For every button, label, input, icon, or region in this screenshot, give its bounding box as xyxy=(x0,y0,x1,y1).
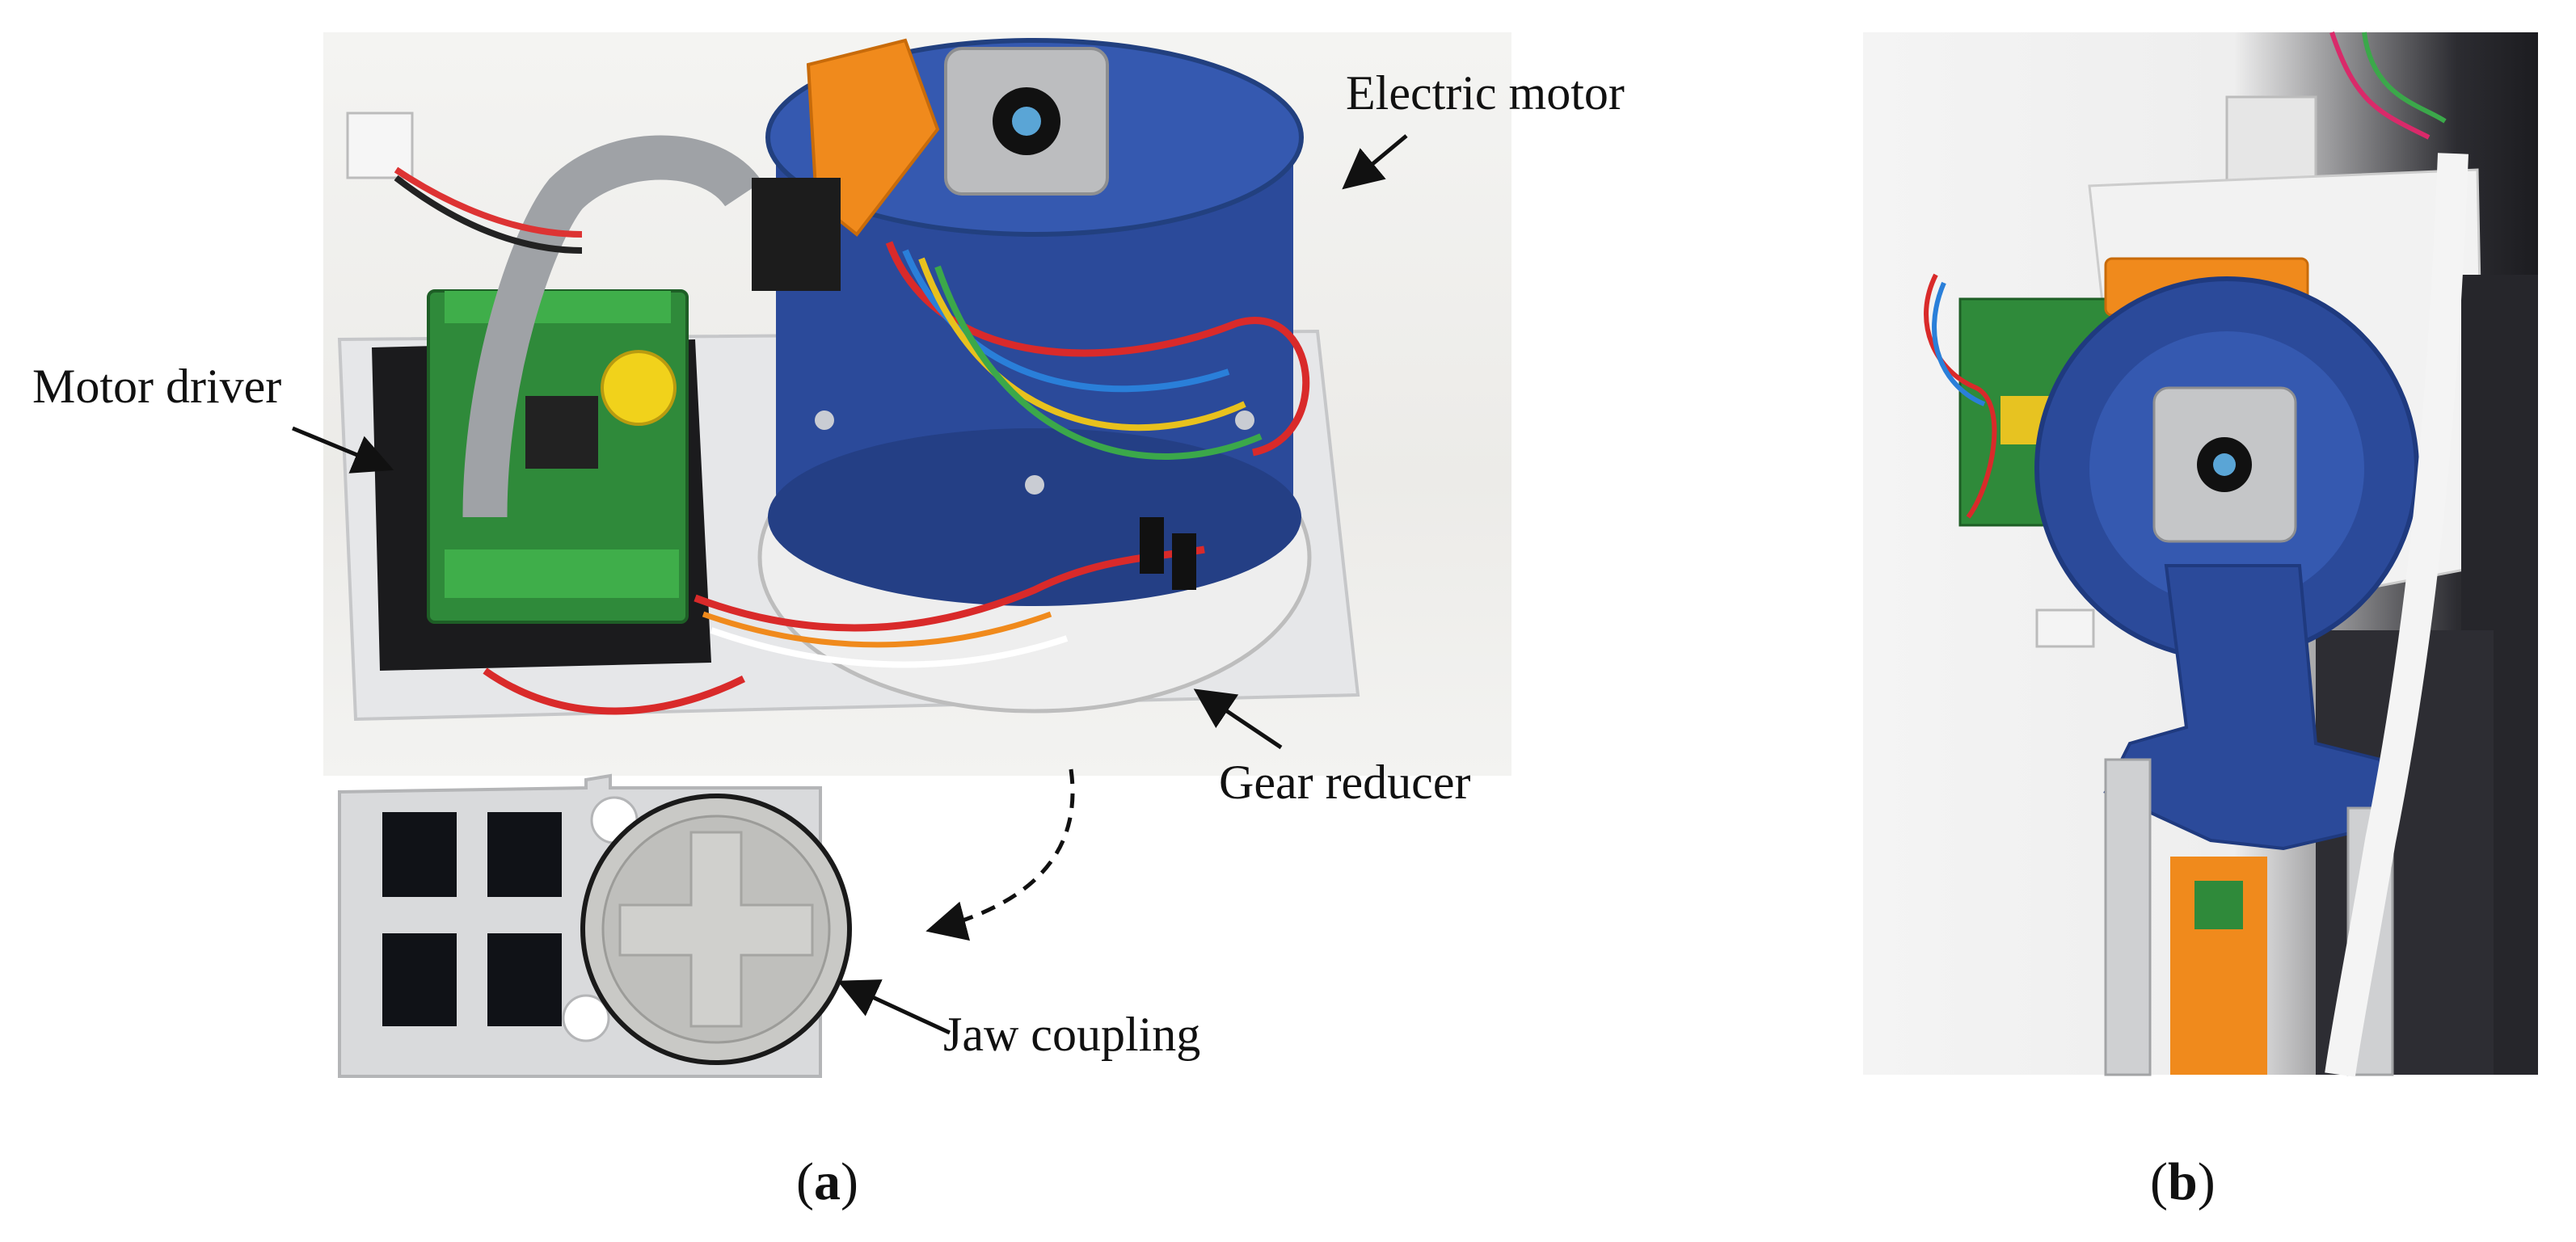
label-jaw-coupling: Jaw coupling xyxy=(943,1008,1201,1061)
caption-a: (a) xyxy=(796,1156,858,1209)
actuator-assembly-illustration xyxy=(337,38,1360,722)
caption-a-open: ( xyxy=(796,1152,814,1211)
caption-b-letter: b xyxy=(2167,1152,2198,1211)
photo-robot-joint xyxy=(1863,32,2538,1077)
caption-a-letter: a xyxy=(813,1152,841,1211)
label-electric-motor: Electric motor xyxy=(1346,66,1625,120)
label-motor-driver: Motor driver xyxy=(32,360,282,413)
photo-actuator-assembly xyxy=(323,32,1511,776)
caption-b: (b) xyxy=(2150,1156,2216,1209)
caption-b-close: ) xyxy=(2197,1152,2216,1211)
robot-joint-illustration xyxy=(1924,32,2538,1077)
jaw-coupling-plate-illustration xyxy=(338,773,852,1078)
caption-b-open: ( xyxy=(2150,1152,2168,1211)
caption-a-close: ) xyxy=(840,1152,858,1211)
label-gear-reducer: Gear reducer xyxy=(1219,756,1471,809)
